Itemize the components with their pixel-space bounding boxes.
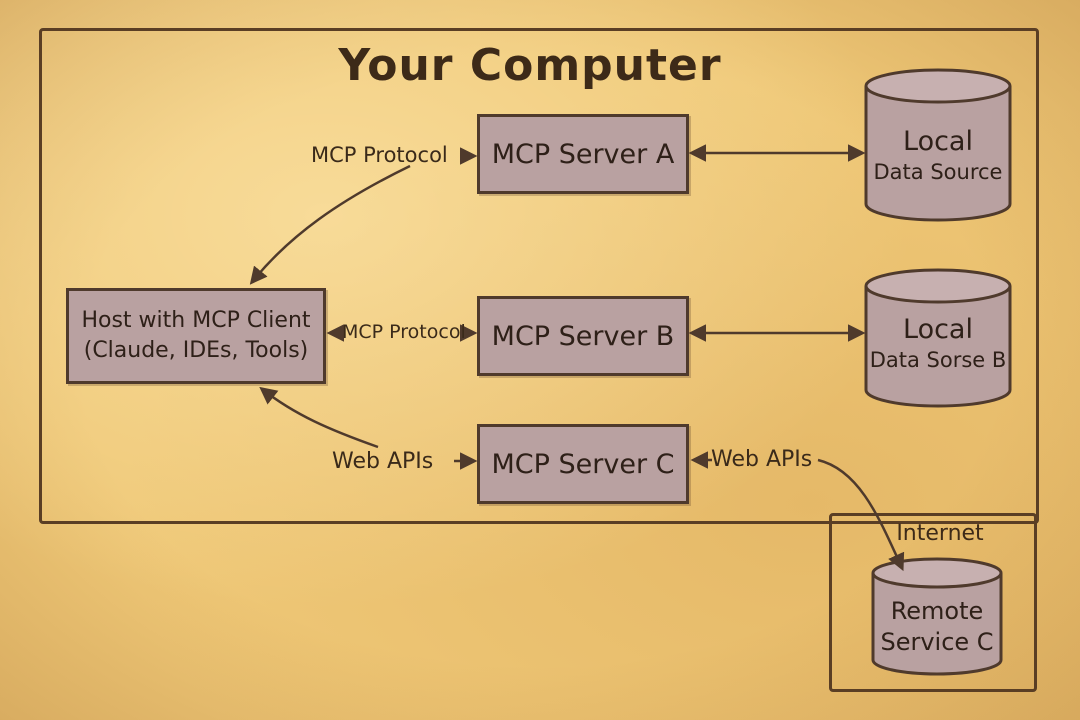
connector-web-right-to-remote [817,458,905,572]
web-apis-label-right: Web APIs [711,447,813,472]
mcp-server-b-label: MCP Server B [491,320,675,352]
database-b-cylinder [864,268,1012,408]
mcp-server-c-box: MCP Server C [477,424,689,504]
connector-web-left-to-host [259,386,379,449]
db-a-line-1: Local [903,126,973,157]
internet-label: Internet [896,521,984,546]
host-line-2: (Claude, IDEs, Tools) [83,338,309,363]
web-apis-label-left: Web APIs [332,449,434,474]
mcp-server-a-label: MCP Server A [491,138,675,170]
your-computer-frame [39,28,1039,524]
host-line-1: Host with MCP Client [81,308,311,333]
db-a-line-2: Data Source [873,160,1003,184]
db-b-line-1: Local [903,314,973,345]
host-mcp-client-box: Host with MCP Client (Claude, IDEs, Tool… [66,288,326,384]
database-a-cylinder [864,68,1012,222]
connector-protocol-a-to-host [249,164,411,285]
remote-service-cylinder [871,557,1003,676]
remote-service-c: Remote Service C [873,596,1001,658]
mcp-protocol-label-a: MCP Protocol [311,143,448,167]
db-b-line-2: Data Sorse B [869,348,1007,372]
local-data-source-b: Local Data Sorse B [866,314,1010,374]
mcp-server-b-box: MCP Server B [477,296,689,376]
db-c-line-1: Remote [890,597,984,625]
local-data-source-a: Local Data Source [866,126,1010,186]
mcp-server-a-box: MCP Server A [477,114,689,194]
db-c-line-2: Service C [880,628,994,656]
mcp-protocol-label-b: MCP Protocol [342,321,466,343]
mcp-server-c-label: MCP Server C [491,448,675,480]
internet-frame [829,513,1037,692]
diagram-title: Your Computer [338,40,722,91]
